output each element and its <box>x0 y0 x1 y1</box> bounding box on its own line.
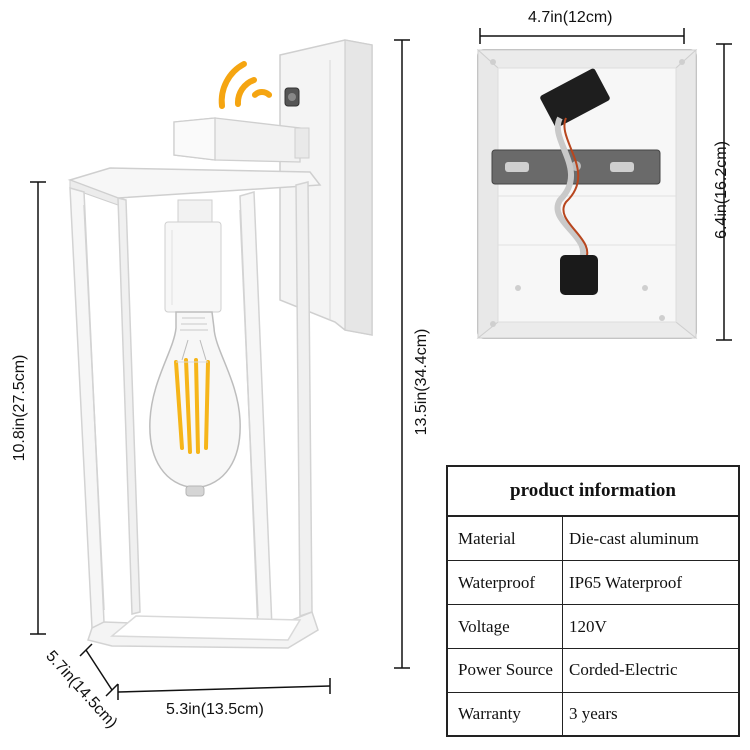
table-row: Warranty 3 years <box>448 691 738 735</box>
table-row: Material Die-cast aluminum <box>448 515 738 561</box>
dimension-top-width: 4.7in(12cm) <box>528 9 613 26</box>
row-value: 120V <box>562 604 738 649</box>
lantern-frame <box>69 181 319 649</box>
edison-bulb <box>149 311 241 497</box>
row-key: Power Source <box>448 647 563 693</box>
row-value: Corded-Electric <box>562 647 738 693</box>
row-value: 3 years <box>562 691 738 735</box>
table-row: Waterproof IP65 Waterproof <box>448 560 738 605</box>
product-info-table: product information Material Die-cast al… <box>446 465 740 737</box>
dimension-total-height: 13.5in(34.4cm) <box>413 328 430 436</box>
table-row: Voltage 120V <box>448 604 738 649</box>
lantern-top-cap <box>67 167 322 206</box>
dimension-lines <box>30 28 732 700</box>
lantern-arm <box>173 117 310 163</box>
row-value: Die-cast aluminum <box>562 515 738 561</box>
table-row: Power Source Corded-Electric <box>448 647 738 693</box>
motion-sensor <box>284 87 300 107</box>
mounting-plate <box>476 48 698 340</box>
row-key: Voltage <box>448 604 563 649</box>
product-info-title: product information <box>448 467 738 517</box>
dimension-width: 5.3in(13.5cm) <box>166 701 264 718</box>
dimension-lantern-height: 10.8in(27.5cm) <box>11 354 28 462</box>
row-key: Material <box>448 515 563 561</box>
row-key: Waterproof <box>448 560 563 605</box>
row-key: Warranty <box>448 691 563 735</box>
lantern-socket <box>164 199 222 313</box>
lantern-wall-plate <box>279 39 373 336</box>
wifi-waves-icon <box>218 61 273 109</box>
dimension-plate-height: 6.4in(16.2cm) <box>713 141 730 239</box>
row-value: IP65 Waterproof <box>562 560 738 605</box>
